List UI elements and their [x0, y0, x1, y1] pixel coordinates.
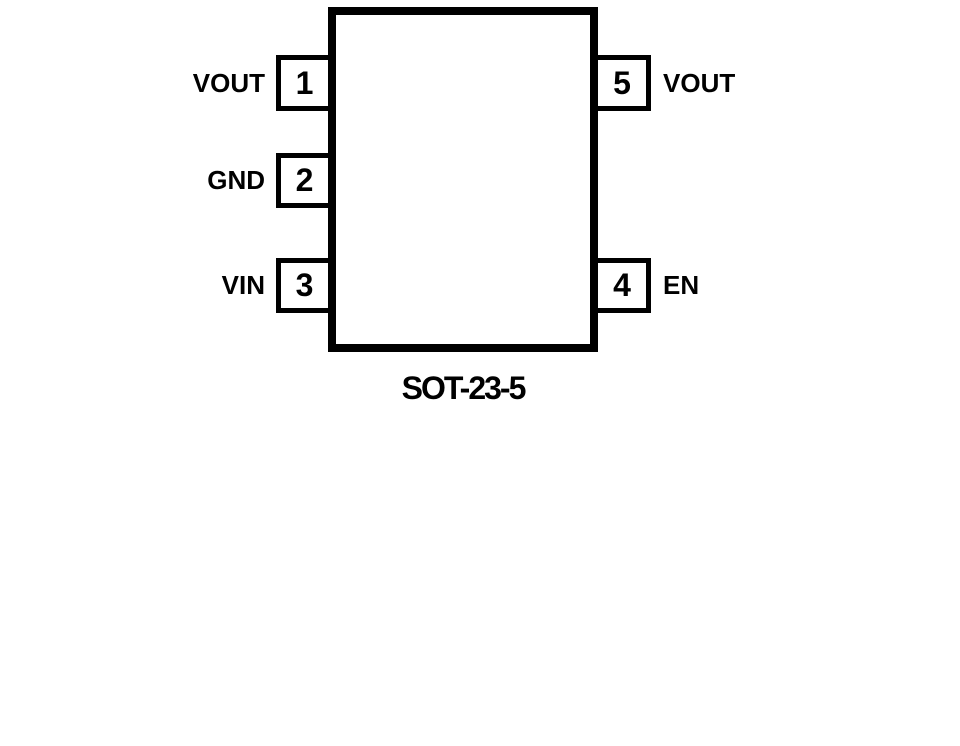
package-label: SOT-23-5 — [401, 370, 527, 406]
pin-5-box: 5 — [593, 55, 651, 111]
ic-body — [328, 7, 598, 352]
pin-4-label: EN — [663, 270, 700, 300]
pin-3-box: 3 — [276, 258, 333, 313]
pin-3-number: 3 — [295, 267, 314, 303]
pin-2-box: 2 — [276, 153, 333, 208]
pin-3-label: VIN — [221, 270, 265, 300]
pin-2-label: GND — [207, 165, 265, 195]
pin-5-number: 5 — [613, 64, 631, 101]
pin-5-label: VOUT — [663, 67, 736, 98]
pin-4-number: 4 — [613, 267, 631, 303]
pin-1-label: VOUT — [192, 67, 265, 98]
pin-1-number: 1 — [295, 64, 314, 101]
pin-1-box: 1 — [276, 55, 333, 111]
pin-2-number: 2 — [295, 162, 314, 198]
pin-4-box: 4 — [593, 258, 651, 313]
